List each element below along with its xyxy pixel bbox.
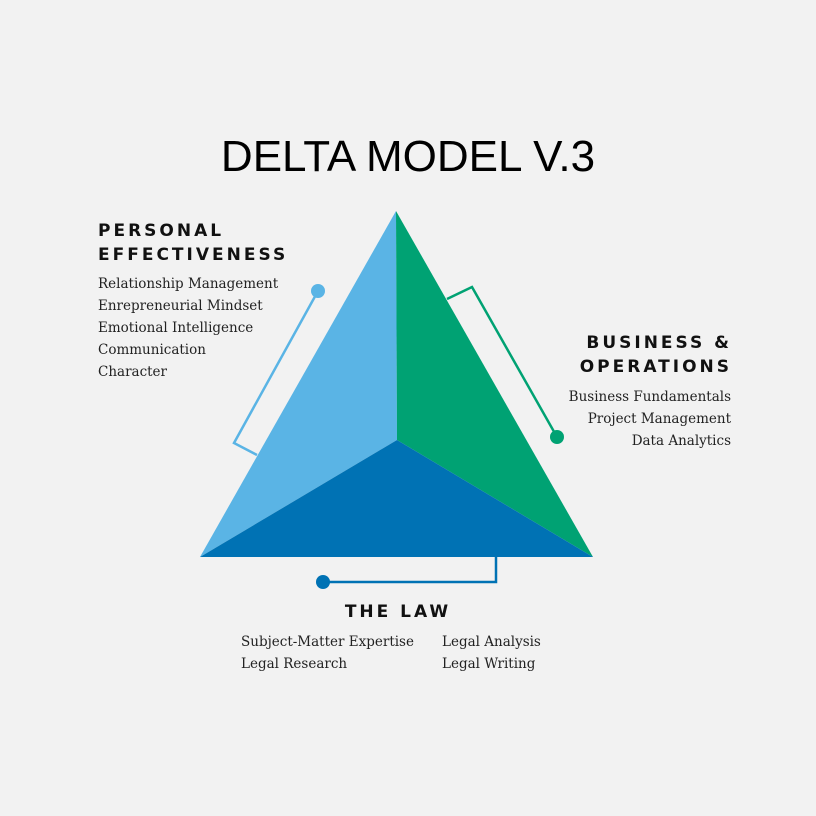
marker-dot-business-operations [550, 430, 564, 444]
list-item: Relationship Management [98, 276, 279, 292]
face-personal-effectiveness [200, 211, 397, 557]
list-item: Project Management [587, 411, 731, 427]
list-item: Character [98, 364, 168, 380]
list-item: Enrepreneurial Mindset [98, 298, 263, 314]
list-personal-effectiveness: Relationship Management Enrepreneurial M… [98, 273, 278, 383]
list-item: Emotional Intelligence [98, 320, 254, 336]
list-item: Business Fundamentals [568, 389, 731, 405]
list-item: Legal Writing [442, 656, 536, 672]
heading-personal-effectiveness: PERSONAL EFFECTIVENESS [98, 219, 288, 267]
list-the-law-column-1: Subject-Matter Expertise Legal Research [241, 631, 414, 675]
heading-line: OPERATIONS [579, 357, 732, 377]
list-item: Data Analytics [631, 433, 731, 449]
face-business-operations [396, 211, 593, 557]
list-the-law-column-2: Legal Analysis Legal Writing [442, 631, 541, 675]
heading-line: BUSINESS & [586, 333, 732, 353]
heading-line: EFFECTIVENESS [98, 245, 289, 265]
list-item: Legal Analysis [442, 634, 541, 650]
face-the-law [200, 440, 593, 557]
list-item: Legal Research [241, 656, 348, 672]
list-item: Communication [98, 342, 206, 358]
connector-personal-effectiveness [232, 290, 320, 457]
connector-the-law [323, 557, 498, 584]
heading-the-law: THE LAW [344, 602, 452, 622]
connector-business-operations [446, 285, 559, 438]
list-business-operations: Business Fundamentals Project Management… [569, 386, 731, 452]
diagram-title: DELTA MODEL V.3 [220, 132, 596, 181]
heading-line: PERSONAL [98, 221, 225, 241]
marker-dot-the-law [316, 575, 330, 589]
list-item: Subject-Matter Expertise [241, 634, 414, 650]
heading-business-operations: BUSINESS & OPERATIONS [580, 331, 732, 379]
marker-dot-personal-effectiveness [311, 284, 325, 298]
